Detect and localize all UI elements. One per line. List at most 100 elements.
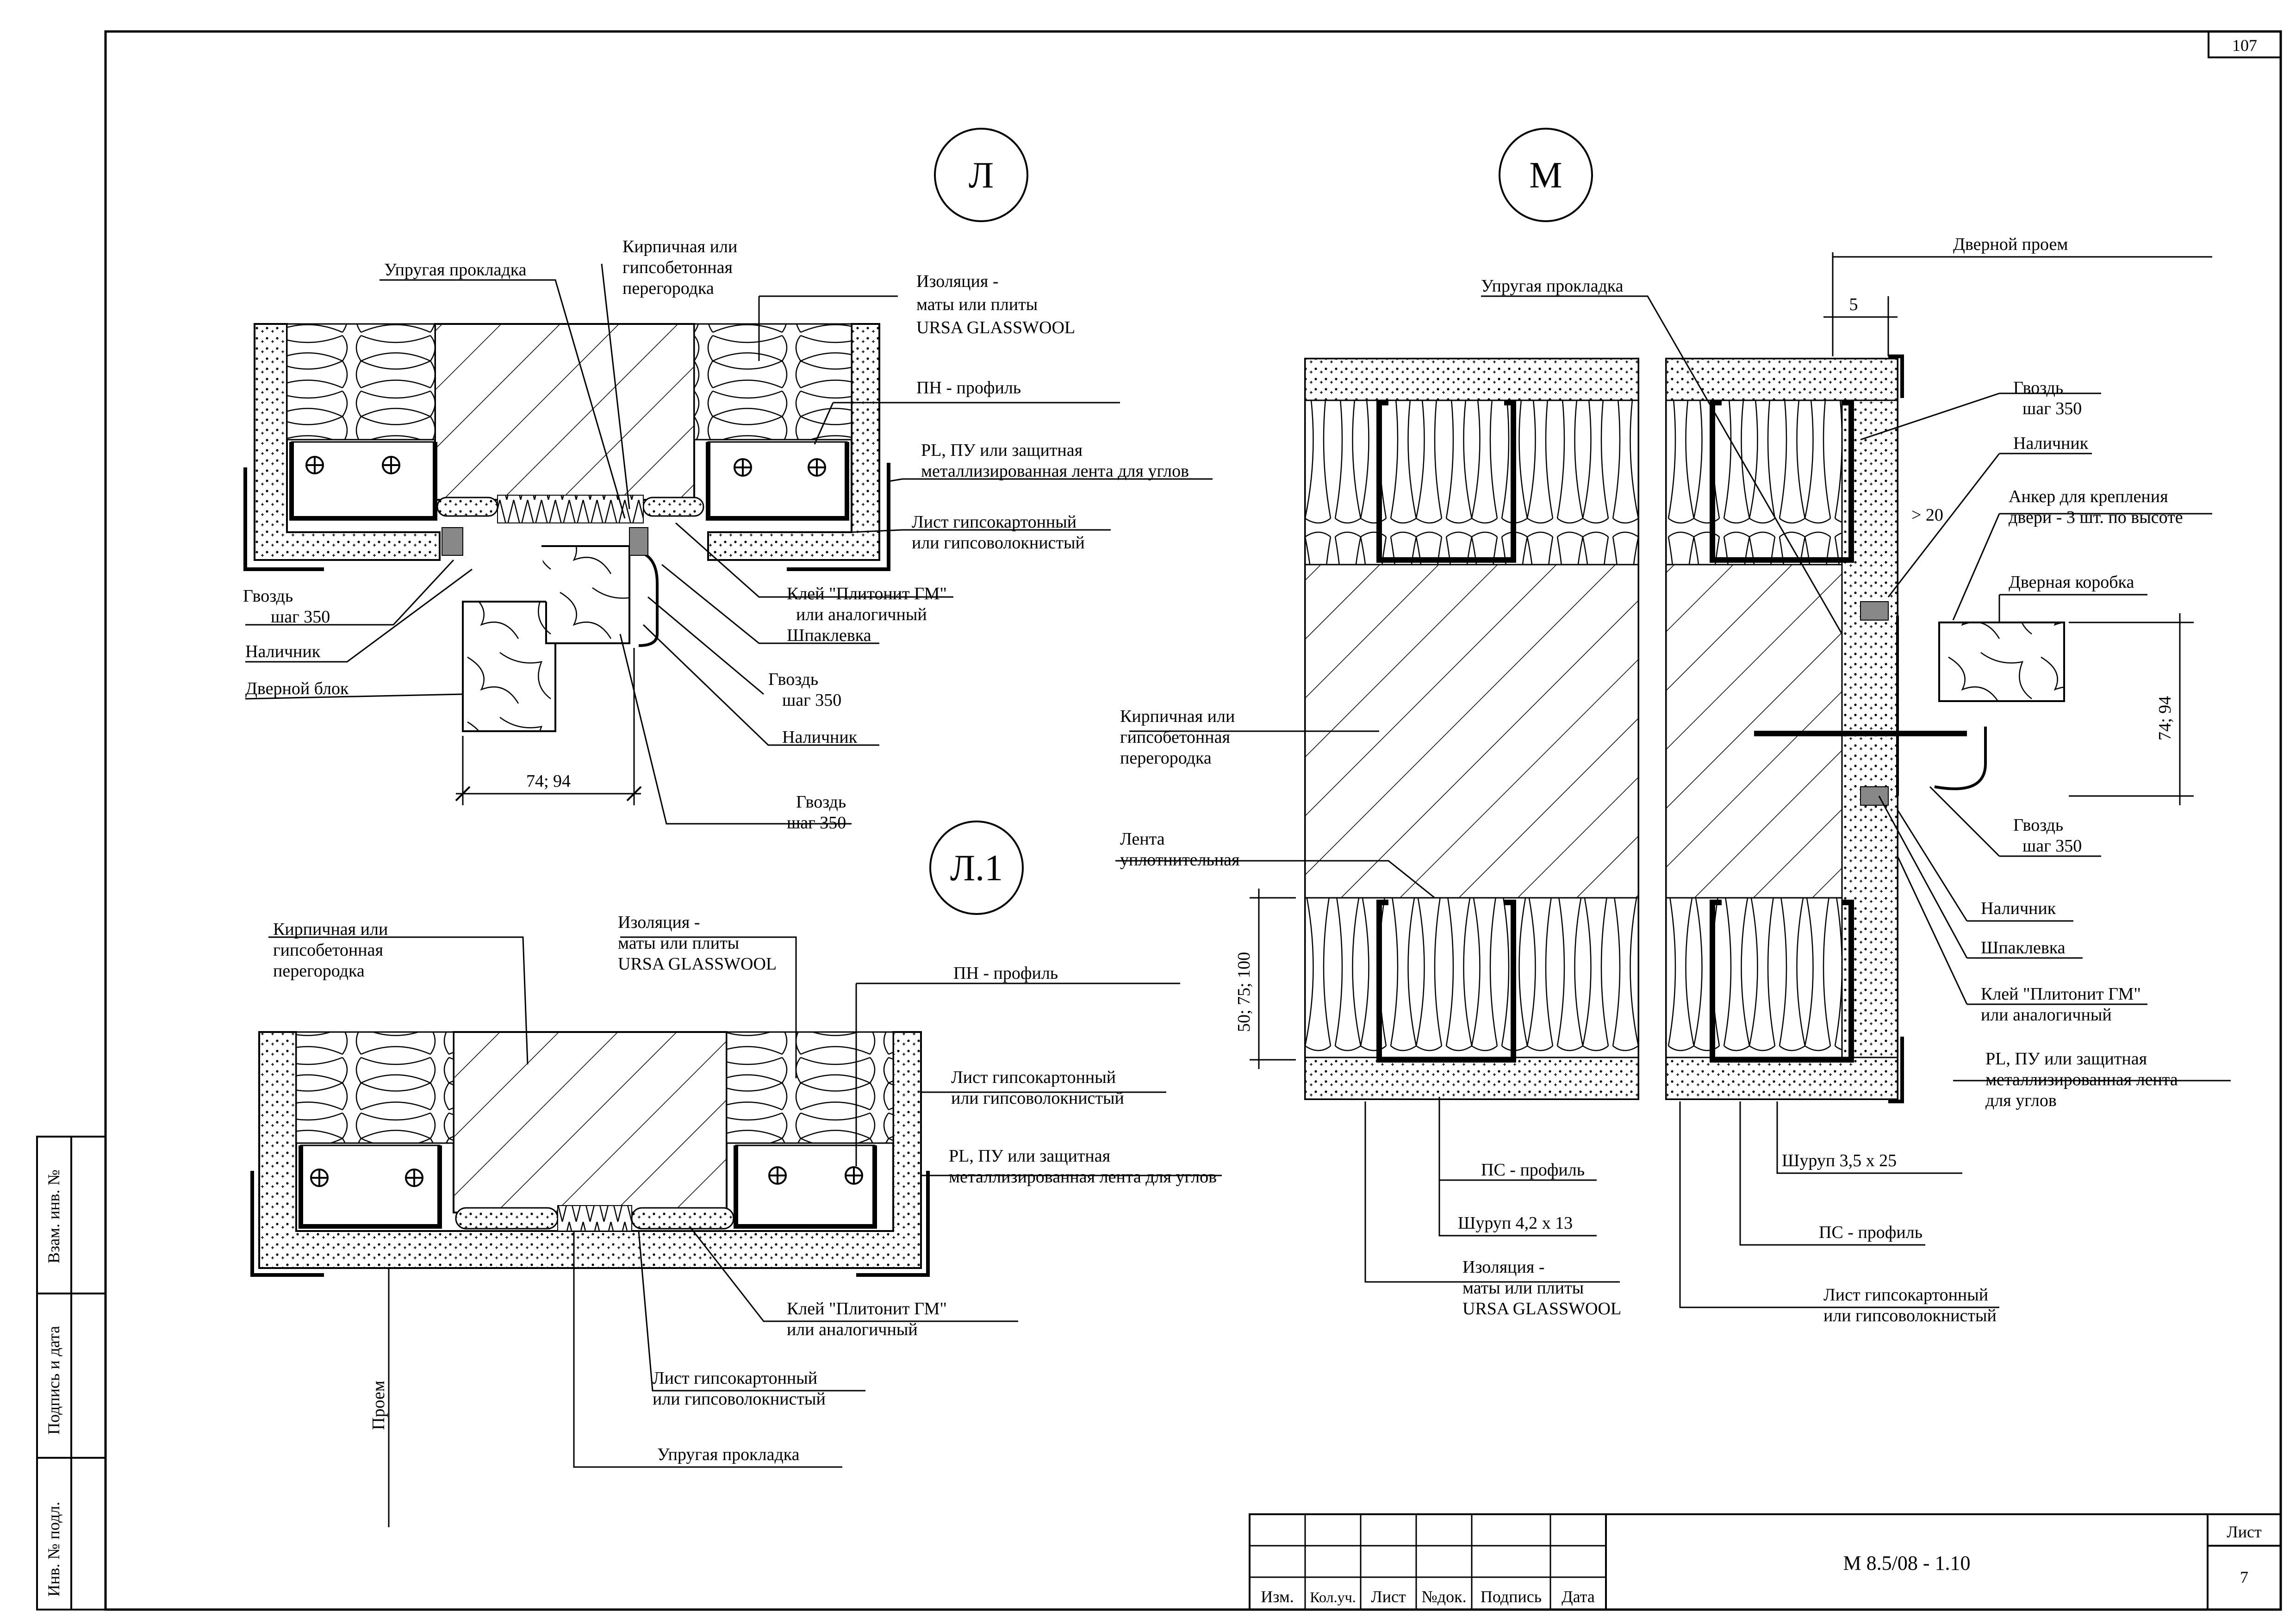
sheet-code: М 8.5/08 - 1.10 <box>1843 1552 1971 1574</box>
M-label-dvernoy-proem: Дверной проем <box>1953 235 2068 254</box>
label-nalichnik2: Наличник <box>782 728 858 747</box>
M-label-gvozd-1: Гвоздь <box>2013 378 2063 398</box>
stamp-col-ndok: №док. <box>1421 1587 1466 1606</box>
M-label-shpak: Шпаклевка <box>1981 938 2066 958</box>
L1-label-kirp-2: гипсобетонная <box>273 940 383 960</box>
M-dim-74-94: 74; 94 <box>2155 696 2175 740</box>
label-list-1: Лист гипсокартонный <box>912 512 1076 532</box>
L1-label-list2-1: Лист гипсокартонный <box>653 1368 817 1388</box>
M-label-gvozd2-1: Гвоздь <box>2013 815 2063 835</box>
side-stamp: Взам. инв. № Подпись и дата Инв. № подл. <box>36 1136 106 1611</box>
side-stamp-podpis: Подпись и дата <box>44 1326 63 1435</box>
M-label-pl-3: для углов <box>1985 1091 2057 1110</box>
label-gvozd-1: Гвоздь <box>243 586 293 606</box>
detail-L1: Кирпичная или гипсобетонная перегородка … <box>250 913 1222 1527</box>
M-label-korobka: Дверная коробка <box>2009 572 2134 592</box>
svg-text:Л: Л <box>969 155 994 196</box>
label-uprugaya: Упругая прокладка <box>384 260 527 280</box>
svg-text:М: М <box>1529 155 1562 196</box>
L1-label-list2-2: или гипсоволокнистый <box>653 1389 826 1409</box>
right-insulation <box>693 323 852 441</box>
svg-text:Л.1: Л.1 <box>950 848 1003 889</box>
M-label-anker-2: двери - 3 шт. по высоте <box>2009 508 2183 527</box>
M-dim-50: 50; 75; 100 <box>1234 952 1254 1032</box>
M-label-pl-1: PL, ПУ или защитная <box>1985 1049 2147 1069</box>
stamp-col-podpis: Подпись <box>1481 1587 1542 1606</box>
detail-L: 74; 94 Упругая прокладка Кирпичная или г… <box>243 237 1213 833</box>
M-label-klei-1: Клей "Плитонит ГМ" <box>1981 984 2141 1004</box>
label-pl-2: металлизированная лента для углов <box>921 461 1189 481</box>
L1-label-kirp-3: перегородка <box>273 961 365 981</box>
M-label-klei-2: или аналогичный <box>1981 1005 2112 1025</box>
M-label-uprugaya: Упругая прокладка <box>1481 276 1624 296</box>
label-gvozd2-2: шаг 350 <box>782 690 841 710</box>
M-label-anker-1: Анкер для крепления <box>2009 487 2168 506</box>
stamp-col-list: Лист <box>1371 1587 1406 1606</box>
label-izol-2: маты или плиты <box>916 295 1038 314</box>
brick-partition <box>434 323 695 501</box>
M-dim-5: 5 <box>1849 295 1858 314</box>
label-kirp-1: Кирпичная или <box>622 237 737 256</box>
M-label-ps2: ПС - профиль <box>1819 1223 1923 1242</box>
sheet-frame: 107 <box>104 30 2282 1611</box>
M-label-gvozd-2: шаг 350 <box>2022 399 2082 418</box>
L1-label-proem: Проем <box>369 1380 388 1430</box>
label-gvozd3-2: шаг 350 <box>787 813 846 833</box>
label-klei-2: или аналогичный <box>796 605 927 624</box>
M-label-lenta-1: Лента <box>1120 829 1165 849</box>
label-gvozd-2: шаг 350 <box>271 607 330 627</box>
side-stamp-inv: Инв. № подл. <box>44 1502 63 1597</box>
M-label-kirp-3: перегородка <box>1120 748 1212 768</box>
detail-M: 5 74; 94 50; 75; 100 > 20 <box>1115 235 2231 1325</box>
label-dvernoy-blok: Дверной блок <box>245 679 349 698</box>
L1-label-izol-2: маты или плиты <box>618 933 739 953</box>
label-gvozd3-1: Гвоздь <box>796 792 846 812</box>
L1-label-izol-1: Изоляция - <box>618 913 700 932</box>
brick-partition-L1 <box>453 1031 728 1213</box>
label-shpak: Шпаклевка <box>787 626 871 645</box>
title-block: Изм. Кол.уч. Лист №док. Подпись Дата М 8… <box>1249 1513 2282 1611</box>
L1-label-kirp-1: Кирпичная или <box>273 920 388 939</box>
dim-74-94: 74; 94 <box>526 771 571 791</box>
M-label-izol-2: маты или плиты <box>1462 1278 1584 1298</box>
label-list-2: или гипсоволокнистый <box>912 533 1085 553</box>
label-pn: ПН - профиль <box>916 378 1021 398</box>
M-label-kirp-2: гипсобетонная <box>1120 728 1230 747</box>
left-insulation <box>286 323 436 441</box>
L1-label-pl-2: металлизированная лента для углов <box>949 1167 1217 1187</box>
M-dim-20: > 20 <box>1911 505 1943 525</box>
label-izol-1: Изоляция - <box>916 272 998 291</box>
view-title-L: Л <box>934 128 1028 222</box>
L1-label-klei-2: или аналогичный <box>787 1320 918 1339</box>
M-label-kirp-1: Кирпичная или <box>1120 707 1235 726</box>
L1-label-list-2: или гипсоволокнистый <box>951 1088 1124 1108</box>
M-label-izol-3: URSA GLASSWOOL <box>1462 1299 1621 1318</box>
stamp-col-izm: Изм. <box>1261 1587 1294 1606</box>
label-gvozd2-1: Гвоздь <box>768 670 818 689</box>
label-klei-1: Клей "Плитонит ГМ" <box>787 584 947 603</box>
view-title-L1: Л.1 <box>929 821 1024 915</box>
door-frame <box>1938 622 2065 702</box>
trim-right <box>629 549 659 647</box>
list-label: Лист <box>2227 1523 2262 1541</box>
L1-label-pl-1: PL, ПУ или защитная <box>949 1146 1110 1166</box>
label-kirp-3: перегородка <box>622 279 714 298</box>
stamp-col-data: Дата <box>1562 1587 1595 1606</box>
L1-label-klei-1: Клей "Плитонит ГМ" <box>787 1299 947 1318</box>
side-stamp-vzam: Взам. инв. № <box>44 1169 63 1263</box>
label-pl-1: PL, ПУ или защитная <box>921 441 1083 460</box>
door-block <box>462 601 556 732</box>
label-izol-3: URSA GLASSWOOL <box>916 318 1075 337</box>
stamp-col-koluch: Кол.уч. <box>1310 1589 1356 1605</box>
list-number: 7 <box>2240 1568 2248 1586</box>
page-number: 107 <box>2232 36 2257 55</box>
view-title-M: М <box>1499 128 1593 222</box>
M-label-ps1: ПС - профиль <box>1481 1160 1585 1180</box>
M-label-nalichnik: Наличник <box>2013 434 2089 453</box>
M-label-izol-1: Изоляция - <box>1462 1257 1544 1277</box>
M-label-shurup2: Шуруп 3,5 х 25 <box>1782 1151 1897 1170</box>
M-label-lenta-2: уплотнительная <box>1120 850 1240 870</box>
M-label-shurup1: Шуруп 4,2 х 13 <box>1458 1213 1573 1233</box>
L1-label-list-1: Лист гипсокартонный <box>951 1068 1116 1087</box>
